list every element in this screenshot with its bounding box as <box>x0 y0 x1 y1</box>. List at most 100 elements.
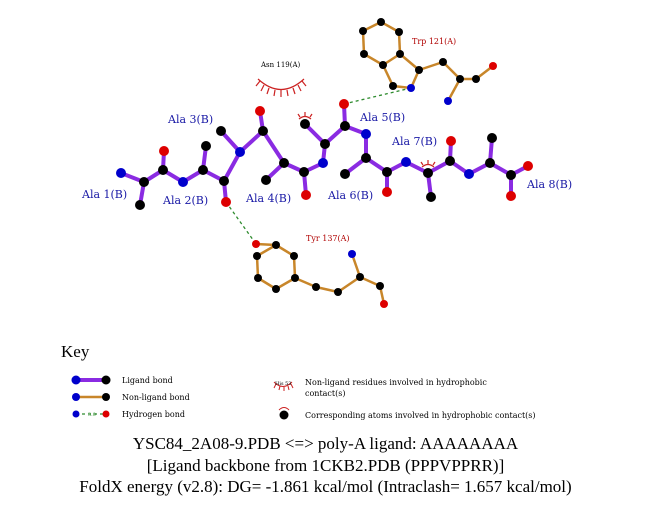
atom-oxygen <box>255 106 265 116</box>
atom-carbon <box>158 165 168 175</box>
key-ligand-bond-label: Ligand bond <box>122 376 173 385</box>
atom-carbon <box>439 58 447 66</box>
atom-oxygen <box>301 190 311 200</box>
atom-carbon <box>395 28 403 36</box>
atom-carbon <box>445 156 455 166</box>
atom-carbon <box>359 27 367 35</box>
key-legend: 3.0 Ligand bond Non-ligand bond Hydrogen… <box>71 375 536 420</box>
atom-carbon <box>382 167 392 177</box>
atom-carbon <box>487 133 497 143</box>
contact-mark-ala4 <box>297 112 313 120</box>
hydrophobic-contacts <box>255 78 436 168</box>
atom-carbon <box>253 252 261 260</box>
atom-nitrogen <box>235 147 245 157</box>
atom-carbon <box>472 75 480 83</box>
atom-carbon <box>426 192 436 202</box>
atom-carbon <box>356 273 364 281</box>
atom-carbon <box>389 82 397 90</box>
residue-label-ala1: Ala 1(B) <box>81 188 127 201</box>
key-title: Key <box>61 342 90 361</box>
key-hydrophobic-residues-label-2: contact(s) <box>305 389 345 398</box>
atom-carbon <box>279 158 289 168</box>
key-hydrophobic-residue-icon <box>273 381 294 391</box>
atom-carbon <box>299 167 309 177</box>
residue-label-ala8: Ala 8(B) <box>526 178 572 191</box>
atom-carbon <box>379 61 387 69</box>
atom-oxygen <box>506 191 516 201</box>
atom-carbon <box>290 252 298 260</box>
atom-carbon <box>360 50 368 58</box>
atom-oxygen <box>252 240 260 248</box>
atom-carbon <box>376 282 384 290</box>
atom-oxygen <box>523 161 533 171</box>
atom-nitrogen <box>361 129 371 139</box>
atom-carbon <box>291 274 299 282</box>
contact-mark-ala7 <box>420 160 436 168</box>
atom-carbon <box>396 50 404 58</box>
atom-carbon <box>258 126 268 136</box>
atom-nitrogen <box>444 97 452 105</box>
residue-label-ala7: Ala 7(B) <box>391 135 437 148</box>
atom-nitrogen <box>464 169 474 179</box>
caption-backbone: [Ligand backbone from 1CKB2.PDB (PPPVPPR… <box>146 456 505 475</box>
atom-carbon <box>272 241 280 249</box>
atom-carbon <box>261 175 271 185</box>
atom-carbon <box>340 169 350 179</box>
atom-carbon <box>312 283 320 291</box>
atom-oxygen <box>446 136 456 146</box>
key-nonligand-bond-label: Non-ligand bond <box>122 393 190 402</box>
atom-carbon <box>377 18 385 26</box>
atom-carbon <box>135 200 145 210</box>
atom-nitrogen <box>401 157 411 167</box>
atom-carbon <box>415 66 423 74</box>
atom-nitrogen <box>116 168 126 178</box>
atom-carbon <box>506 170 516 180</box>
atom-carbon <box>300 119 310 129</box>
atom-oxygen <box>339 99 349 109</box>
residue-label-asn119: Asn 119(A) <box>260 61 301 69</box>
atom-oxygen <box>382 187 392 197</box>
atom-carbon <box>254 274 262 282</box>
residue-label-ala3: Ala 3(B) <box>167 113 213 126</box>
key-hydrophobic-residues-label: Non-ligand residues involved in hydropho… <box>305 378 487 387</box>
atom-carbon <box>361 153 371 163</box>
key-hbond-distance: 3.0 <box>88 412 96 418</box>
key-hydrogen-bond-sample: 3.0 <box>72 410 110 418</box>
atom-carbon <box>219 176 229 186</box>
key-ligand-bond-sample <box>71 375 111 385</box>
caption-title: YSC84_2A08-9.PDB <=> poly-A ligand: AAAA… <box>132 434 519 453</box>
asn-119-hydrophobic-icon <box>255 78 307 97</box>
residue-label-ala2: Ala 2(B) <box>162 194 208 207</box>
atom-oxygen <box>489 62 497 70</box>
atom-carbon <box>198 165 208 175</box>
atom-carbon <box>340 121 350 131</box>
atom-carbon <box>272 285 280 293</box>
atom-nitrogen <box>348 250 356 258</box>
hydrogen-bonds <box>225 87 412 245</box>
atom-nitrogen <box>407 84 415 92</box>
atom-carbon <box>456 75 464 83</box>
residue-label-ala6: Ala 6(B) <box>327 189 373 202</box>
atom-carbon <box>139 177 149 187</box>
atoms <box>116 18 533 308</box>
key-hydrophobic-atom-icon <box>278 407 290 420</box>
key-hydrophobic-example-label: His 53 <box>275 381 291 387</box>
atom-oxygen <box>159 146 169 156</box>
atom-carbon <box>201 141 211 151</box>
residue-label-ala4: Ala 4(B) <box>245 192 291 205</box>
tyr-137-residue <box>255 242 386 305</box>
key-nonligand-bond-sample <box>72 393 110 401</box>
atom-nitrogen <box>318 158 328 168</box>
hbond-ala3-tyr <box>225 201 257 245</box>
atom-carbon <box>423 168 433 178</box>
atom-carbon <box>485 158 495 168</box>
atom-carbon <box>216 126 226 136</box>
key-hydrogen-bond-label: Hydrogen bond <box>122 410 185 419</box>
atom-carbon <box>320 139 330 149</box>
atom-carbon <box>334 288 342 296</box>
residue-label-tyr137: Tyr 137(A) <box>306 234 350 243</box>
caption-energy: FoldX energy (v2.8): DG= -1.861 kcal/mol… <box>79 477 572 496</box>
atom-oxygen <box>221 197 231 207</box>
hbond-ala5-trp <box>343 87 412 105</box>
